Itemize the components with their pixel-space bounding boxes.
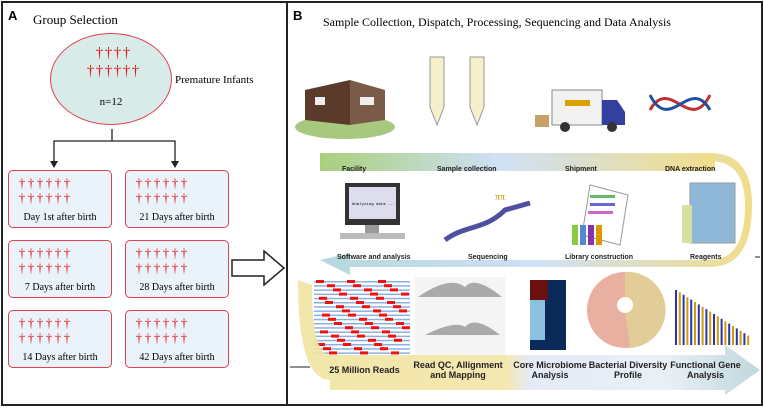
bar [678,292,681,345]
sample-size: n=12 [99,96,123,108]
step-library-construction: Library construction [565,254,634,261]
right-arrow-icon [231,249,286,287]
bar [690,299,693,345]
bar [675,290,677,345]
workflow-illustration: ππ [290,56,760,395]
panel-b-title: Sample Collection, Dispatch, Processing,… [323,15,671,29]
group-box: †††††††††††† Day 1st after birth [8,170,112,228]
group-label: 14 Days after birth [22,352,98,363]
computer-icon [340,183,405,239]
bar [697,304,700,345]
bar [694,302,696,345]
group-box: †††††††††††† 14 Days after birth [8,310,112,368]
library-icon [572,184,629,246]
group-label: 28 Days after birth [139,282,215,293]
bar [682,294,685,345]
bar [732,326,734,345]
panel-a-label: A [8,8,18,23]
premature-infants-ellipse: †††††††††† n=12 [50,33,172,125]
group-label: 7 Days after birth [24,282,96,293]
infant-icons: †††††††††††† [135,245,188,275]
dna-icon [648,94,712,111]
bar [701,306,704,345]
functional-gene-bar-chart [675,290,750,345]
bar [739,330,742,345]
step-bacterial-diversity: Bacterial Diversity Profile [588,360,668,380]
bar [713,314,715,345]
group-box: †††††††††††† 42 Days after birth [125,310,229,368]
group-label: 21 Days after birth [139,212,215,223]
group-label: 42 Days after birth [139,352,215,363]
bar [720,318,723,345]
step-facility: Facility [342,166,367,173]
bar [724,321,727,345]
infant-icons: †††††††††††† [135,175,188,205]
step-software-analysis: Software and analysis [337,254,411,261]
sample-tube-icon [429,56,485,127]
svg-text:ππ: ππ [495,192,505,203]
panel-a [1,1,288,406]
step-shipment: Shipment [565,166,597,173]
group-box: †††††††††††† 7 Days after birth [8,240,112,298]
bar [728,323,731,345]
panel-b-label: B [293,8,303,23]
bar [747,335,750,345]
branch-arrows [50,129,179,168]
step-functional-gene: Functional Gene Analysis [670,360,741,380]
infant-icons: †††††††††††† [18,175,71,205]
group-selection-title: Group Selection [33,12,118,27]
premature-infants-label: Premature Infants [175,74,254,86]
step-dna-extraction: DNA extraction [665,166,716,173]
truck-icon [535,89,625,132]
step-reagents: Reagents [690,254,722,261]
step-sample-collection: Sample collection [437,166,497,173]
infant-icons: †††††††††††† [135,315,188,345]
core-microbiome-heatmap [530,280,566,350]
monitor-text: Analyzing data ... [352,203,396,207]
step-sequencing: Sequencing [468,254,508,261]
group-box: †††††††††††† 28 Days after birth [125,240,229,298]
bar [735,328,738,345]
bar [705,309,708,345]
reads-icon [312,277,412,355]
step-25-million-reads: 25 Million Reads [329,365,400,375]
step-core-microbiome: Core Microbiome Analysis [513,360,587,380]
bar [686,297,689,345]
step-read-qc: Read QC, Allignment and Mapping [413,360,503,380]
infant-icons: †††††††††††† [18,315,71,345]
panel-b [288,1,763,406]
group-box: †††††††††††† 21 Days after birth [125,170,229,228]
diversity-krona-chart [587,271,666,348]
sequencing-icon: ππ [443,192,531,243]
beaker-icon [682,182,736,244]
infant-icons: †††††††††††† [18,245,71,275]
alignment-icon [415,277,505,355]
bar [709,311,712,345]
bar [743,333,746,345]
infant-icons: †††††††††† [86,45,140,79]
facility-icon [295,80,395,139]
group-label: Day 1st after birth [23,212,97,223]
bar [716,316,719,345]
